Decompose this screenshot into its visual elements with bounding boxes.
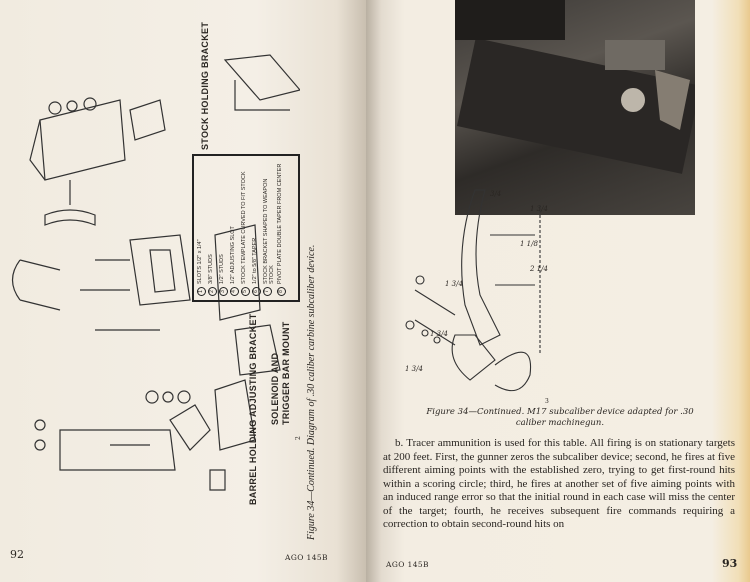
sub-figure-marker: 2 (295, 436, 302, 440)
solenoid-trigger-mount-drawing (11, 224, 261, 331)
barrel-holding-bracket-drawing (34, 324, 281, 491)
figure-caption-line-2: caliber machinegun. (515, 418, 605, 428)
dimension-label: 2 1/4 (530, 265, 548, 273)
subcaliber-device-diagram (405, 189, 541, 392)
footer-code: AGO 145B (386, 560, 429, 569)
stock-holding-bracket-label: STOCK HOLDING BRACKET (200, 21, 210, 150)
dimension-label: 1 3/4 (445, 280, 463, 288)
barrel-holding-adjusting-bracket-label: BARREL HOLDING ADJUSTING BRACKET (248, 313, 258, 505)
dimension-label: 1 1/8 (520, 240, 538, 248)
exploded-diagram-carbine-device (11, 54, 300, 491)
figure-caption-line-1: Figure 34—Continued. M17 subcaliber devi… (426, 407, 694, 417)
body-paragraph: b. Tracer ammunition is used for this ta… (383, 437, 735, 530)
page-number: 93 (722, 557, 738, 570)
dimension-label: 1 3/4 (405, 365, 423, 373)
machinegun-photo (455, 0, 695, 215)
page-number: 92 (10, 548, 24, 561)
solenoid-trigger-bar-mount-label: SOLENOID AND TRIGGER BAR MOUNT (270, 321, 291, 425)
figure-caption: Figure 34—Continued. Diagram of .30 cali… (306, 244, 317, 540)
dimension-label: 3/4 (490, 190, 502, 198)
dimension-label: 1 3/4 (430, 330, 448, 338)
stock-holding-bracket-drawing (29, 54, 300, 226)
footer-code: AGO 145B (285, 553, 328, 562)
left-page: STOCK HOLDING BRACKET SOLENOID AND TRIGG… (0, 0, 366, 582)
dimension-label: 1 3/4 (530, 205, 548, 213)
sub-figure-marker: 3 (545, 398, 549, 405)
